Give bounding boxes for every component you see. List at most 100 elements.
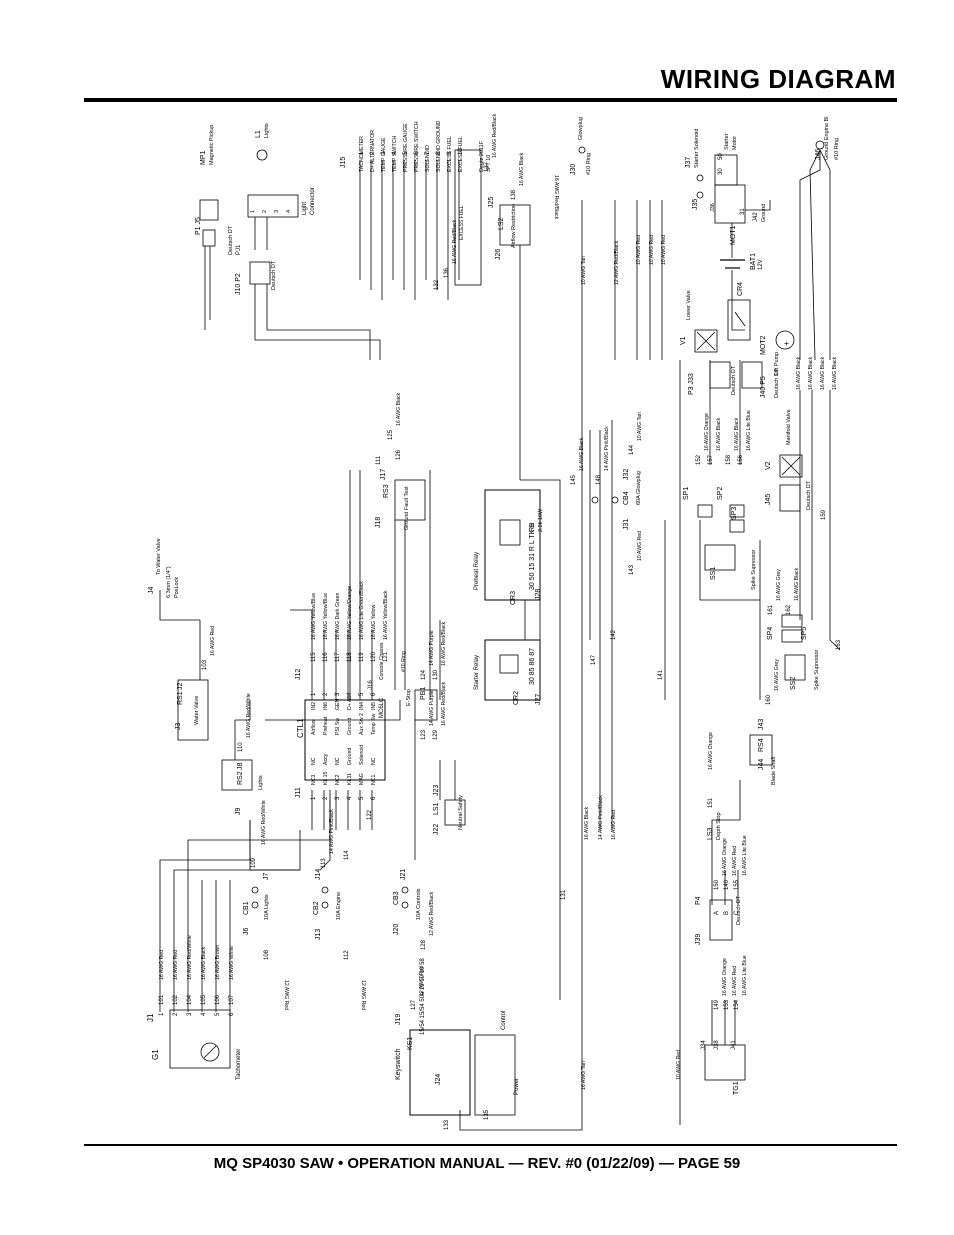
wire-path xyxy=(290,609,313,630)
ctl1-right-pin-number: 6 xyxy=(371,692,377,696)
wire-gauge-107: 16 AWG White xyxy=(229,946,235,980)
wire-number-149: 149 xyxy=(714,999,720,1010)
wire-gauge-103: 16 AWG Red xyxy=(210,626,216,656)
wire-number-112: 112 xyxy=(344,950,350,960)
j1-pin-number: 5 xyxy=(215,1012,221,1016)
tachometer-label: Tachometer xyxy=(236,1049,242,1080)
wire-number-151: 151 xyxy=(708,797,714,808)
wire-gauge-ground: 16 AWG Black xyxy=(820,356,826,390)
component-label-j38: J38 xyxy=(714,1040,720,1050)
component-label-cr2: CR2 xyxy=(513,691,520,705)
starter-motor-label: Starter xyxy=(724,133,730,150)
wire-number-153: 153 xyxy=(724,999,730,1010)
wire-number-120: 120 xyxy=(371,651,377,662)
wire-gauge-124: 14 AWG Purple xyxy=(429,630,435,666)
wire-number-138: 138 xyxy=(511,189,517,200)
spike-suppressor-box-2 xyxy=(784,654,806,681)
wire-number-111: 111 xyxy=(376,455,382,465)
power-label: Power xyxy=(514,1078,520,1095)
wire-number-124: 124 xyxy=(421,669,427,680)
component-label-cb2: CB2 xyxy=(313,901,320,915)
wire-number-103: 103 xyxy=(202,659,208,670)
component-label-j14: J14 xyxy=(315,869,322,880)
component-sublabel-cb1: 10A Lights xyxy=(264,894,270,920)
lights-switch-box xyxy=(221,759,253,791)
wire-gauge-black: 16 AWG Black xyxy=(584,806,590,840)
wire-number-128: 128 xyxy=(421,939,427,950)
ctl1-left-pin-number: 4 xyxy=(347,796,353,800)
ctl1-mid-label: NC xyxy=(335,757,341,765)
wire-number-162: 162 xyxy=(786,604,792,615)
wire-number-130: 130 xyxy=(433,669,439,680)
component-label-j20: J20 xyxy=(393,924,400,935)
ctl1-left-pin-number: 1 xyxy=(311,796,317,800)
component-label-j3: J3 xyxy=(175,723,182,731)
wire-path xyxy=(745,200,771,211)
wire-number-102: 102 xyxy=(173,994,179,1005)
j15-pin-number: 4 xyxy=(392,151,398,155)
wire-number-123: 123 xyxy=(421,729,427,740)
wire-number-125: 125 xyxy=(388,429,394,440)
footer-rule xyxy=(84,1144,897,1146)
j15-pin-label: TACHOMETER xyxy=(359,136,365,172)
sp4-connector xyxy=(781,614,803,628)
component-label-ss2: SS2 xyxy=(790,677,797,690)
component-label-j21: J21 xyxy=(400,869,407,880)
component-label-cb3: CB3 xyxy=(393,891,400,905)
wire-gauge-123: 14 AWG Purple xyxy=(429,690,435,726)
component-sublabel-bat1: 12V xyxy=(758,259,764,270)
wire-number-141: 141 xyxy=(658,669,664,680)
component-label-j7: J7 xyxy=(263,873,270,881)
cb2-terminal-2 xyxy=(321,886,329,894)
water-valve-box xyxy=(177,679,209,741)
wire-path xyxy=(731,270,745,331)
component-label-j45: J45 xyxy=(765,494,772,505)
component-label-j4: J4 xyxy=(148,587,155,595)
wire-gauge-red-10: 10 AWG Red xyxy=(676,1050,682,1080)
component-label-j35: J35 xyxy=(692,199,699,210)
j15-pin-label: EXCESS FUEL xyxy=(458,136,464,172)
wire-gauge-140: 16 AWG Red xyxy=(732,846,738,876)
wire-number-129: 129 xyxy=(433,729,439,740)
wire-gauge-red-1: 10 AWG Red xyxy=(636,235,642,265)
motor-plus-label: + xyxy=(782,341,791,346)
j1-pin-number: 3 xyxy=(187,1012,193,1016)
wire-number-117: 117 xyxy=(335,652,341,662)
p3-j33-label: P3 J33 xyxy=(688,373,695,395)
wire-number-160: 160 xyxy=(766,694,772,705)
ctl1-right-pin-signal: IN6 xyxy=(323,702,329,710)
wire-number-105: 105 xyxy=(201,994,207,1005)
j15-pin-label: SOLENOID GROUND xyxy=(436,120,442,172)
wire-number-157: 157 xyxy=(708,454,714,465)
j15-pin-label: TEMP GAUGE xyxy=(381,137,387,172)
wire-gauge-117: 16 AWG Dark Green xyxy=(335,593,341,640)
wire-number-150: 150 xyxy=(714,879,720,890)
wire-path xyxy=(459,360,583,1131)
wire-path xyxy=(159,820,251,880)
wire-gauge-154: 16 AWG Lite Blue xyxy=(742,955,748,996)
ctl1-mid-label: NC xyxy=(311,757,317,765)
ring-label-2: #10 Ring xyxy=(834,138,840,160)
wire-number-119: 119 xyxy=(359,652,365,662)
starter-terminal-2 xyxy=(696,191,704,199)
ctl1-right-pin-function: PSI Sw xyxy=(335,718,341,735)
component-label-ss1: SS1 xyxy=(710,567,717,580)
wire-gauge-150: 16 AWG Orange xyxy=(722,838,728,876)
ctl1-mid-label: Accy xyxy=(323,753,329,765)
p4-connector xyxy=(709,899,733,941)
preheat-relay-label: Preheat Relay xyxy=(474,552,480,590)
console-chassis-label: Console Chassis xyxy=(379,642,385,680)
wire-gauge-162: 16 AWG Black xyxy=(794,567,800,601)
j15-pin-number: 6 xyxy=(414,151,420,155)
wire-number-115: 115 xyxy=(311,652,317,662)
wire-gauge-155: 16 AWG Lite Blue xyxy=(742,835,748,876)
component-label-r1: R1 xyxy=(529,523,536,532)
cb1-terminal-2 xyxy=(251,886,259,894)
pj1-pin-number: 4 xyxy=(286,210,292,213)
component-label-j6: J6 xyxy=(243,928,250,936)
cb1-terminal-1 xyxy=(251,901,259,909)
wire-line xyxy=(734,311,746,327)
ctl1-right-pin-function: Aux Sw 2 xyxy=(359,713,365,735)
wire-path xyxy=(809,149,821,361)
sp3-connector xyxy=(729,519,745,533)
